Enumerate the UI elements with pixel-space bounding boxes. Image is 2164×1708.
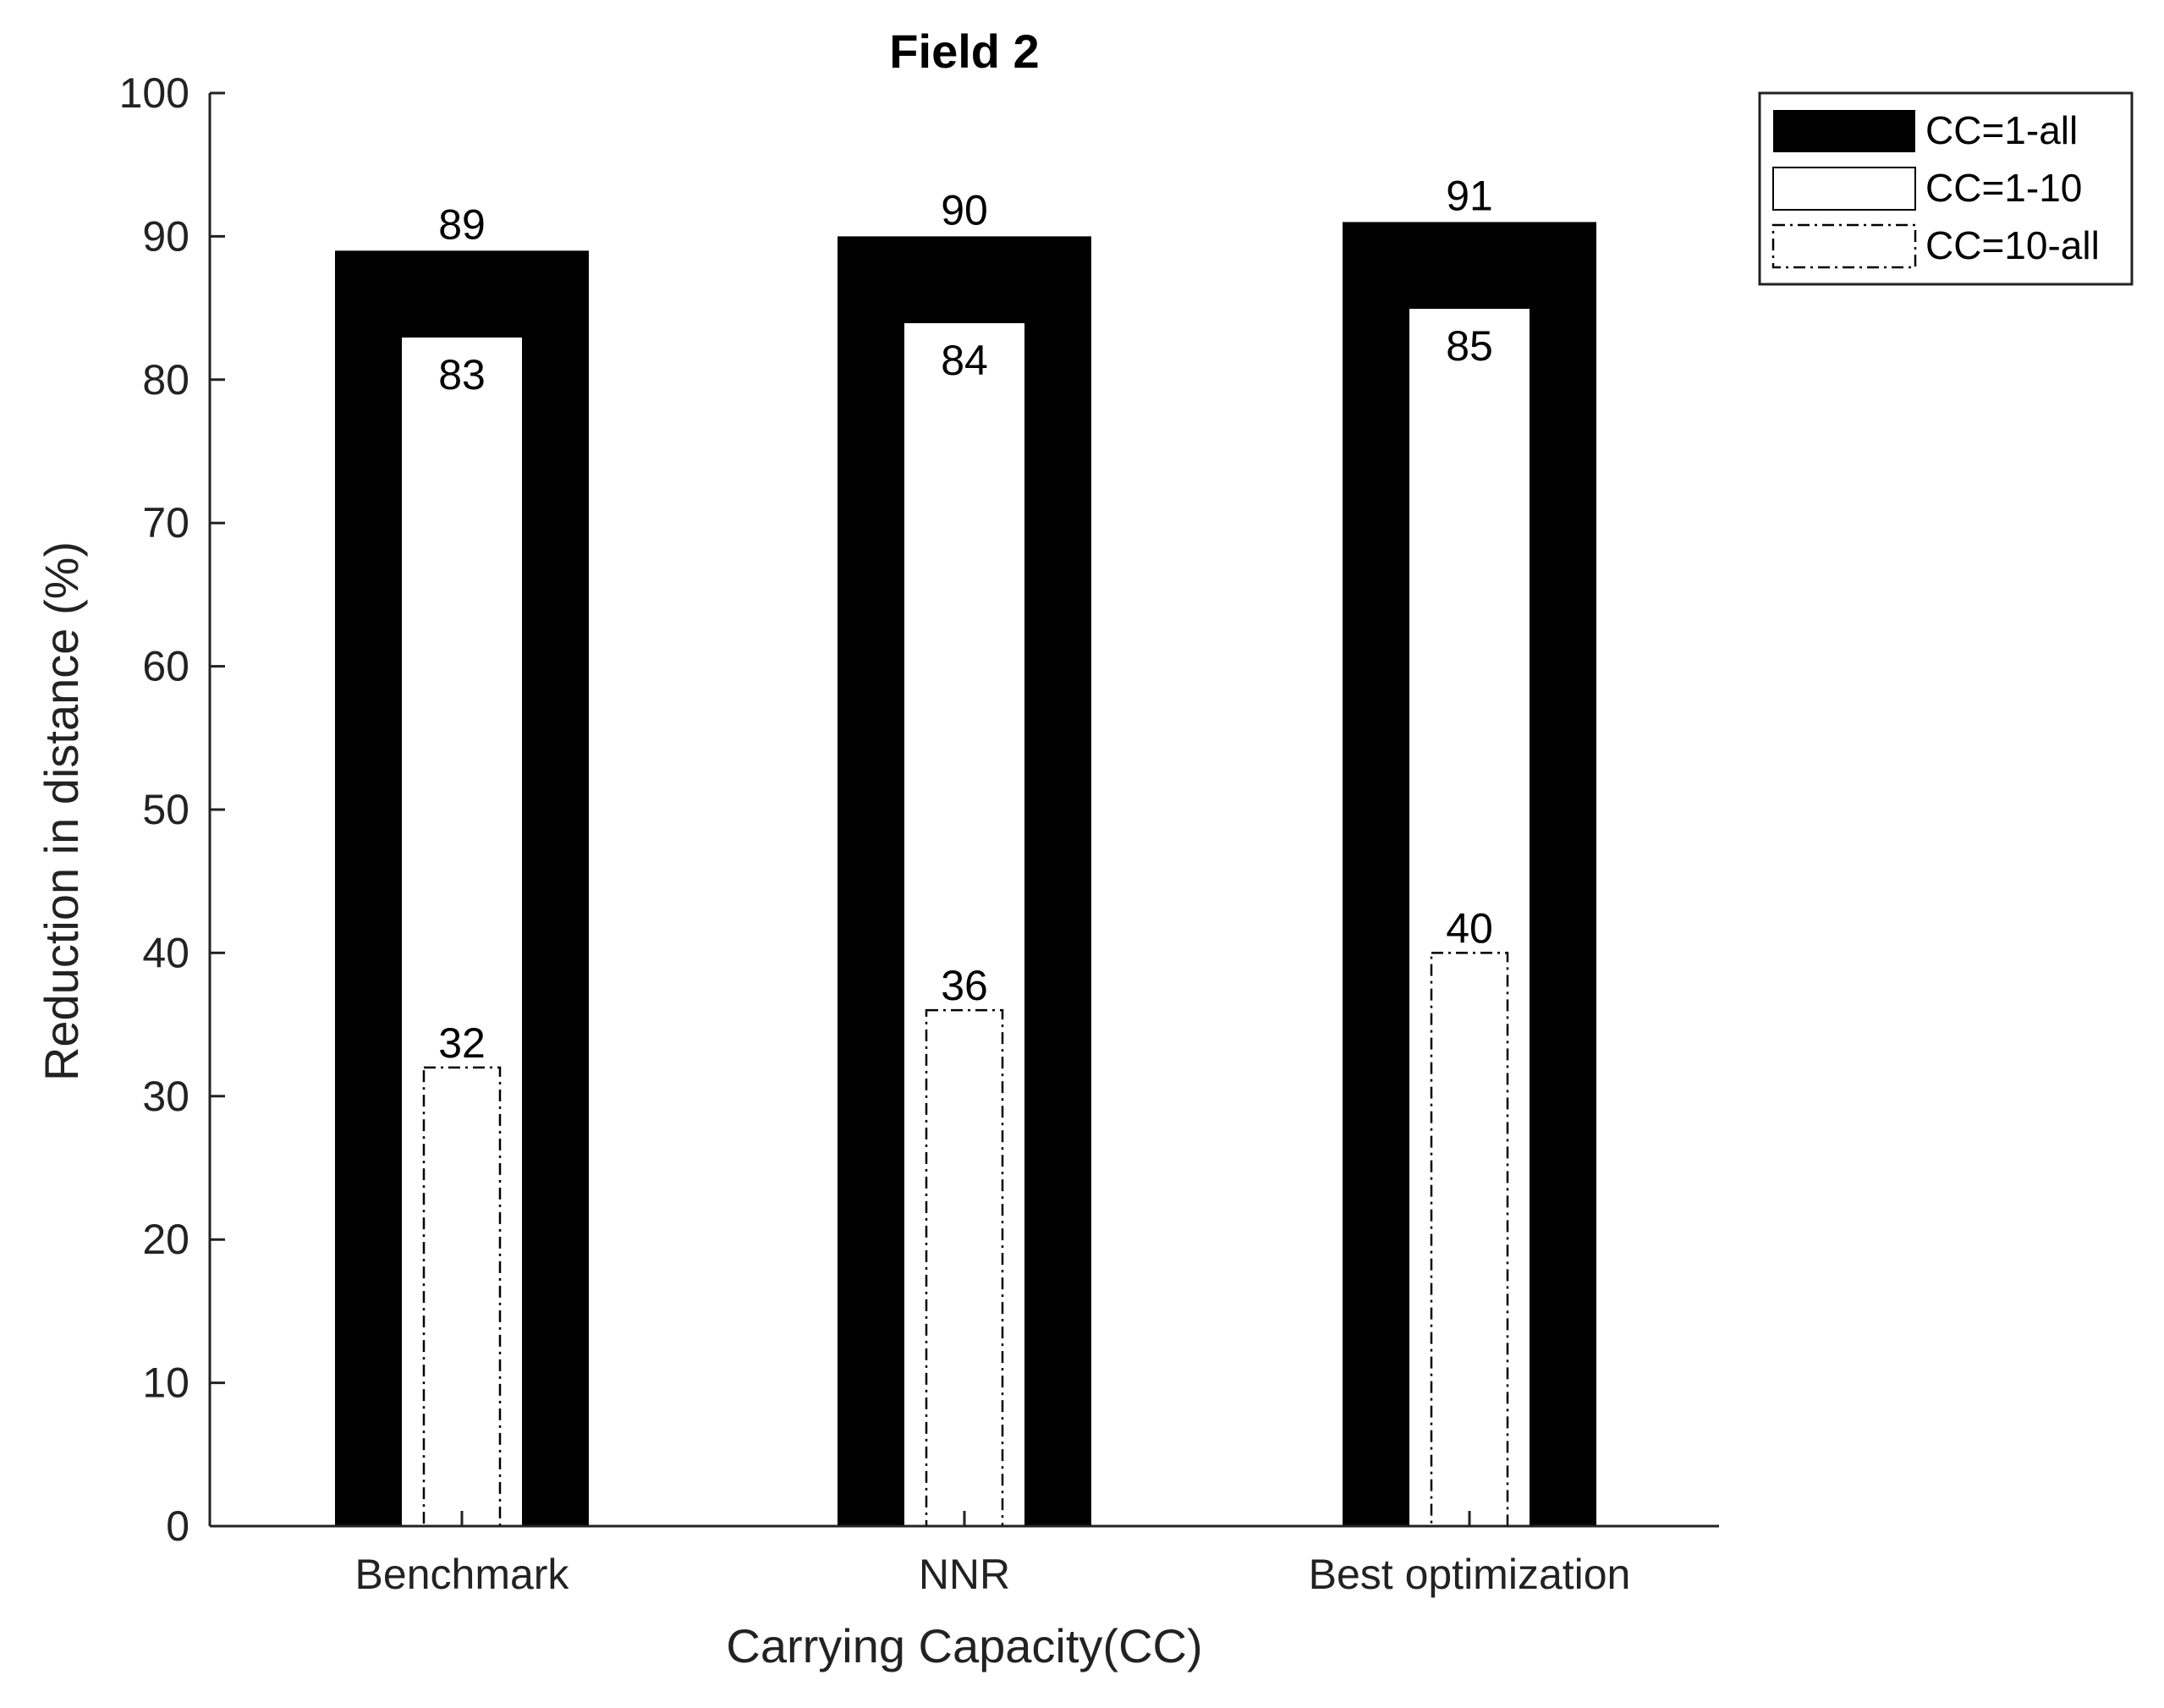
axes-group: Benchmark NNR Best optimization 0 10 20 30 40 50… xyxy=(119,69,1719,1598)
data-label-cc-1-all-1: 90 xyxy=(941,186,988,233)
data-label-cc-1-all-2: 91 xyxy=(1446,172,1493,219)
bar-cc-10-all-2 xyxy=(1430,952,1509,1528)
chart-title: Field 2 xyxy=(889,25,1039,78)
legend-label-0: CC=1-all xyxy=(1925,108,2078,152)
y-axis-title: Reduction in distance (%) xyxy=(35,541,88,1081)
y-tick-label-3: 30 xyxy=(142,1073,189,1120)
y-tick-label-6: 60 xyxy=(142,643,189,690)
legend-label-1: CC=1-10 xyxy=(1925,166,2082,210)
data-label-cc-10-all-1: 36 xyxy=(941,962,988,1009)
y-tick-label-1: 10 xyxy=(142,1359,189,1407)
bar-cc-10-all-1 xyxy=(925,1008,1004,1528)
y-tick-label-7: 70 xyxy=(142,499,189,546)
legend-swatch-1 xyxy=(1772,167,1916,211)
legend-label-2: CC=10-all xyxy=(1925,223,2100,267)
data-label-cc-1-10-2: 85 xyxy=(1446,322,1493,370)
y-tick-label-8: 80 xyxy=(142,356,189,404)
data-label-cc-1-10-1: 84 xyxy=(941,337,988,384)
y-tick-label-2: 20 xyxy=(142,1216,189,1263)
x-tick-label-0: Benchmark xyxy=(355,1551,570,1598)
bar-cc-10-all-0 xyxy=(422,1066,502,1528)
data-label-cc-10-all-0: 32 xyxy=(438,1019,486,1067)
x-axis-title: Carrying Capacity(CC) xyxy=(726,1619,1202,1672)
data-label-cc-1-10-0: 83 xyxy=(438,351,486,398)
legend-swatch-0 xyxy=(1773,110,1915,152)
legend-swatch-2 xyxy=(1771,223,1917,269)
y-tick-label-5: 50 xyxy=(142,786,189,833)
bars-group: 89 83 32 90 84 36 91 85 40 xyxy=(335,172,1596,1528)
data-label-cc-10-all-2: 40 xyxy=(1446,904,1493,952)
x-tick-label-1: NNR xyxy=(919,1551,1010,1598)
y-tick-label-4: 40 xyxy=(142,929,189,976)
x-tick-label-2: Best optimization xyxy=(1309,1551,1631,1598)
y-tick-label-9: 90 xyxy=(142,212,189,260)
data-label-cc-1-all-0: 89 xyxy=(438,200,486,248)
y-tick-label-10: 100 xyxy=(119,69,189,117)
y-tick-label-0: 0 xyxy=(166,1502,189,1550)
